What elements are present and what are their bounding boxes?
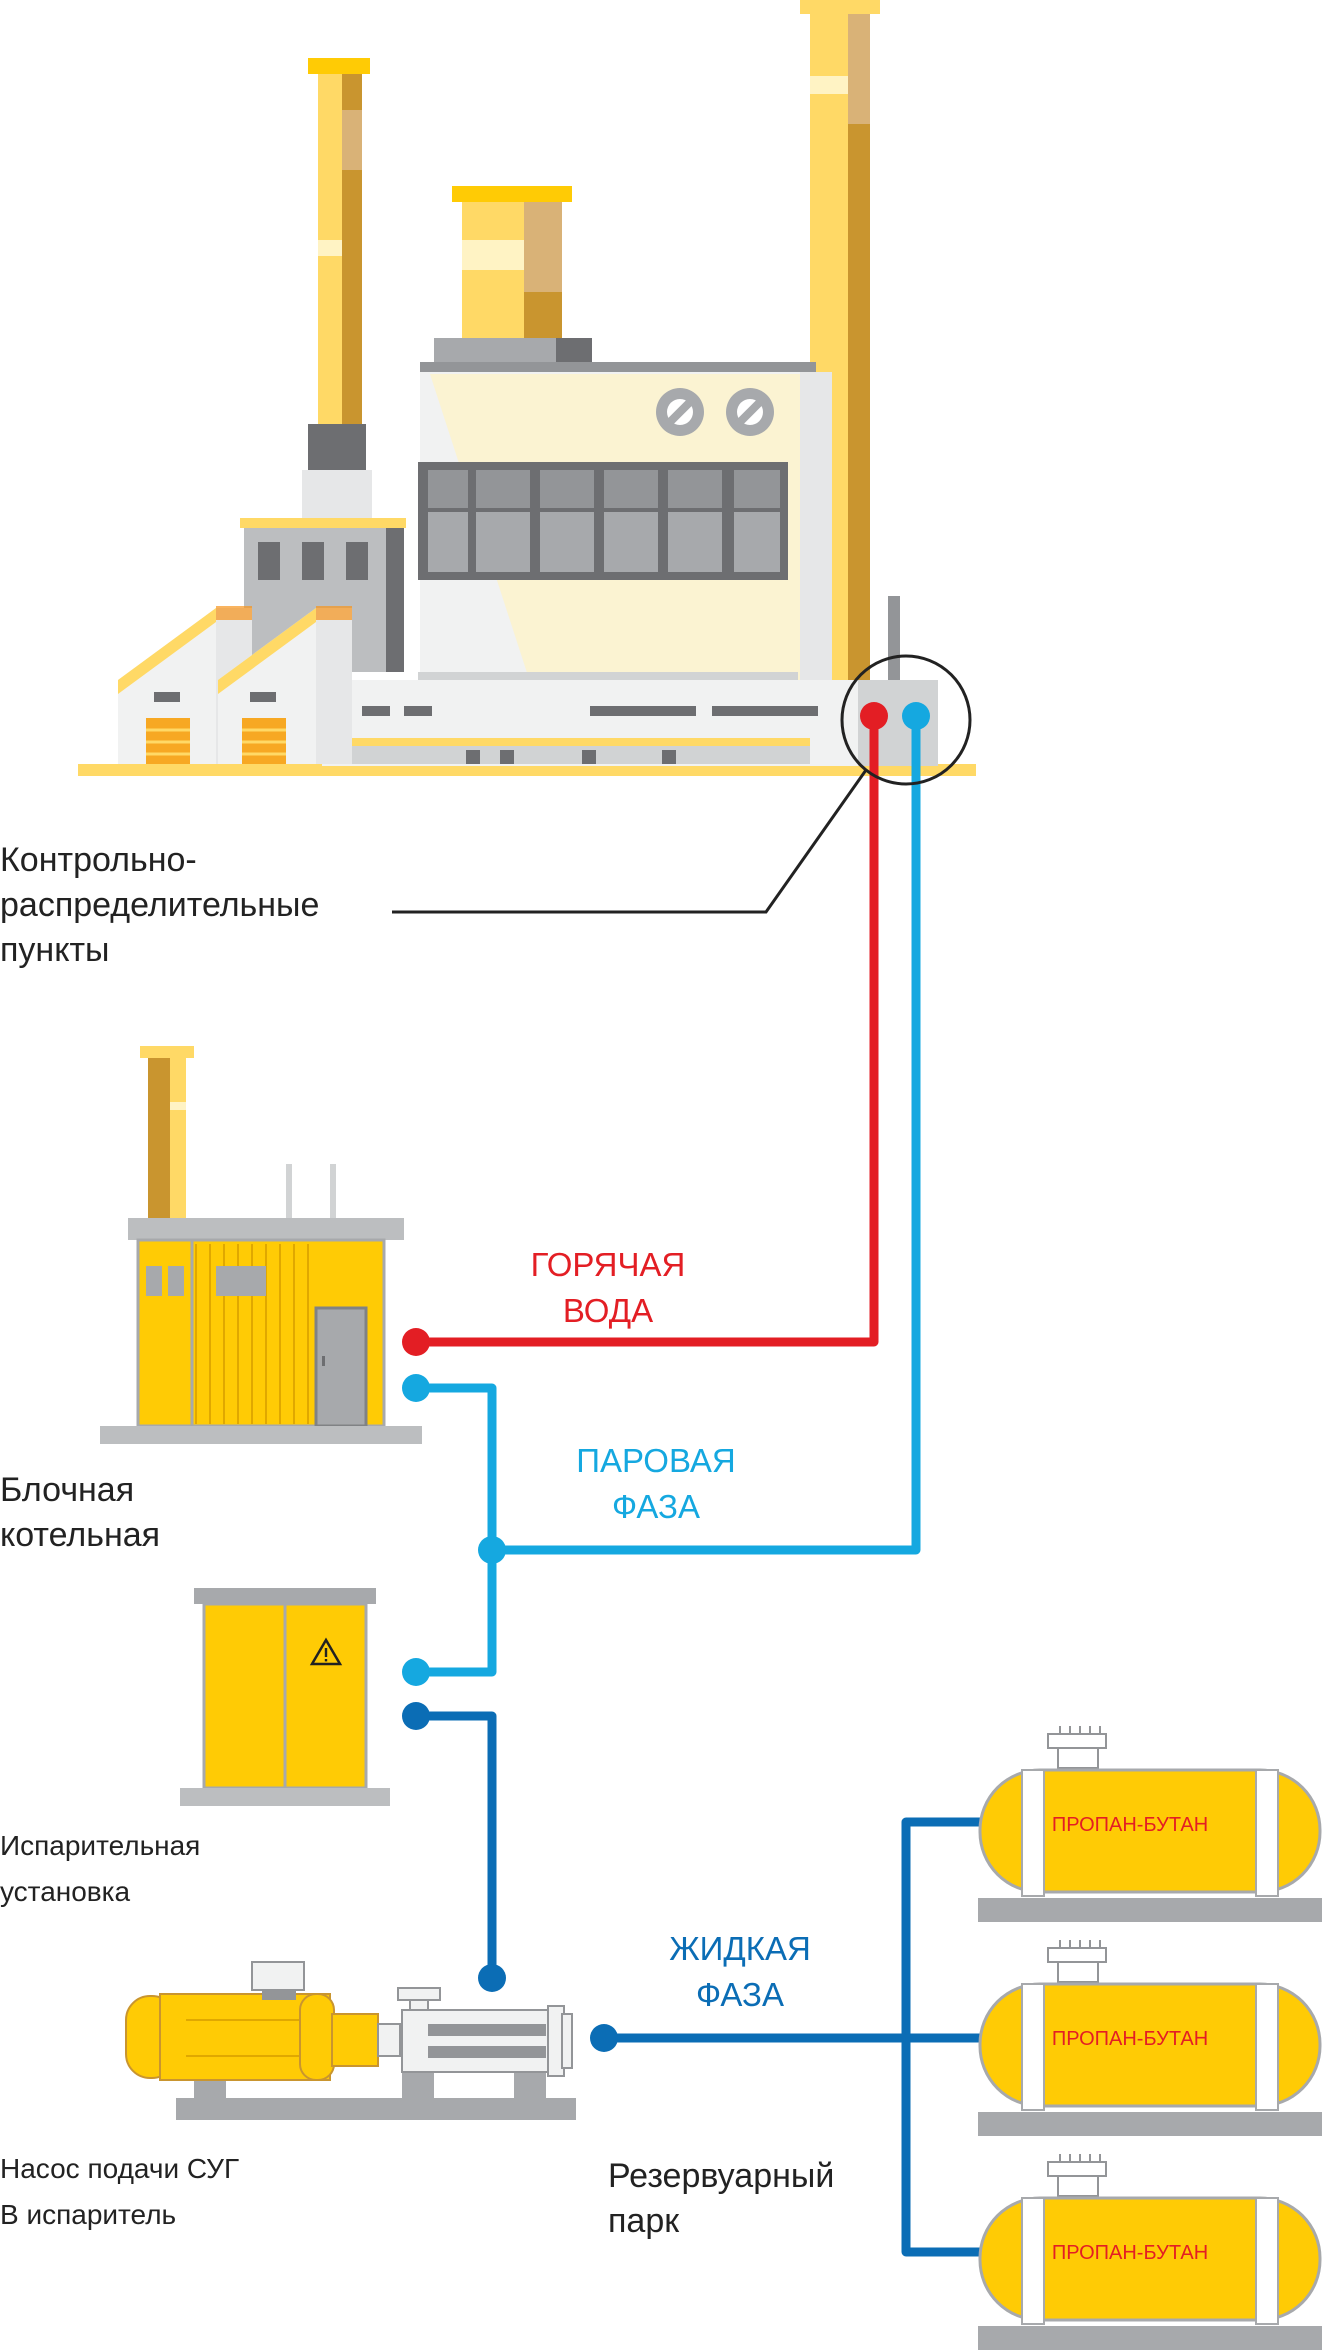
label-line: установка — [0, 1876, 131, 1907]
flow-line: ЖИДКАЯ — [669, 1930, 811, 1967]
label-line: Блочная — [0, 1471, 135, 1509]
tank: ПРОПАН-БУТАН — [978, 2154, 1322, 2350]
hot-water-label: ГОРЯЧАЯ ВОДА — [508, 1242, 708, 1334]
fan-icon — [656, 388, 704, 436]
vapor-phase-label: ПАРОВАЯ ФАЗА — [556, 1438, 756, 1530]
pipe-vapor-phase — [416, 716, 921, 1677]
tank-farm-label: Резервуарный парк — [608, 2154, 834, 2244]
pump-label: Насос подачи СУГ В испаритель — [0, 2146, 239, 2238]
control-points-callout — [392, 654, 972, 914]
tank: ПРОПАН-БУТАН — [978, 1726, 1322, 1922]
label-line: Насос подачи СУГ — [0, 2153, 240, 2184]
control-points-label: Контрольно- распределительные пункты — [0, 838, 319, 973]
label-line: парк — [608, 2202, 680, 2240]
flow-line: ФАЗА — [612, 1488, 700, 1525]
tank: ПРОПАН-БУТАН — [978, 1940, 1322, 2136]
label-line: Контрольно- — [0, 841, 197, 879]
factory — [78, 0, 976, 776]
pipe-liquid-phase — [416, 1711, 1004, 2257]
warning-icon — [309, 1637, 343, 1666]
pipe-hot-water — [416, 716, 879, 1347]
label-line: распределительные — [0, 886, 320, 924]
boiler-house — [100, 1046, 422, 1444]
label-line: котельная — [0, 1516, 161, 1554]
evaporator-unit — [180, 1588, 390, 1806]
tank-label: ПРОПАН-БУТАН — [1052, 1814, 1208, 1836]
flow-line: ВОДА — [562, 1292, 654, 1329]
evaporator-label: Испарительная установка — [0, 1823, 200, 1915]
tank-label: ПРОПАН-БУТАН — [1052, 2242, 1208, 2264]
fan-icon — [726, 388, 774, 436]
label-line: Испарительная — [0, 1830, 201, 1861]
boiler-label: Блочная котельная — [0, 1468, 160, 1558]
label-line: пункты — [0, 931, 110, 969]
label-line: Резервуарный — [608, 2157, 835, 2195]
tank-label: ПРОПАН-БУТАН — [1052, 2028, 1208, 2050]
liquid-phase-label: ЖИДКАЯ ФАЗА — [640, 1926, 840, 2018]
lpg-pump — [125, 1961, 576, 2120]
flow-line: ФАЗА — [696, 1976, 784, 2013]
flow-line: ГОРЯЧАЯ — [530, 1246, 686, 1283]
label-line: В испаритель — [0, 2199, 177, 2230]
flow-line: ПАРОВАЯ — [576, 1442, 736, 1479]
